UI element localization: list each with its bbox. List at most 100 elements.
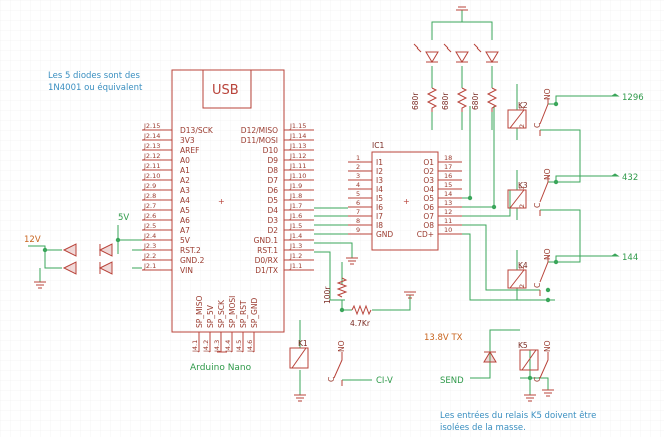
ic1-left-pin-label: I6 (376, 203, 383, 212)
relay-k4-name: K4 (518, 261, 528, 270)
relay-contact-c: C (533, 377, 542, 382)
ic1-left-pin-number: 1 (356, 154, 360, 162)
nano-right-pin-number: J1.5 (289, 222, 302, 230)
nano-left-pin-number: J2.7 (143, 202, 156, 210)
nano-right-pin-number: J1.11 (289, 162, 306, 170)
nano-bottom-pin-label: SP_MISO (195, 296, 204, 328)
relay-contact-c: C (533, 203, 542, 208)
junction-dots (42, 101, 559, 381)
nano-right-pin-label: D12/MISO (241, 126, 278, 135)
relay-contact-no: NO (543, 248, 552, 260)
relay-contact-no: NO (543, 88, 552, 100)
nano-left-pin-label: A5 (180, 206, 190, 215)
nano-right-pin-label: D4 (267, 206, 278, 215)
ic1-right-pin-label: O3 (423, 176, 434, 185)
led-res-2: 680r (441, 92, 450, 110)
net-send: SEND (440, 376, 464, 386)
nano-left-pin-number: J2.12 (143, 152, 160, 160)
net-1296: 1296 (622, 93, 644, 103)
ic1-right-pin-number: 14 (444, 190, 452, 198)
relay-k3[interactable] (507, 176, 549, 216)
nano-right-pin-number: J1.15 (289, 122, 306, 130)
resistor-4k7[interactable] (351, 304, 372, 316)
ic1-left-pin-number: 4 (356, 181, 360, 189)
relay-k2-name: K2 (518, 101, 528, 110)
diode-d4[interactable] (98, 261, 113, 275)
nano-left-pin-number: J2.14 (143, 132, 160, 140)
nano-right-pin-number: J1.6 (289, 212, 302, 220)
ic1-right-pin-number: 13 (444, 199, 452, 207)
ic1-left-pin-number: 3 (356, 172, 360, 180)
net-432: 432 (622, 173, 638, 183)
nano-bottom-pin-label: SP_RST (239, 300, 248, 328)
relay-k5-name: K5 (518, 341, 528, 350)
ic1-right-pin-label: O4 (423, 185, 434, 194)
nano-left-pin-number: J2.15 (143, 122, 160, 130)
relay-k2[interactable] (507, 98, 549, 136)
usb-label: USB (212, 83, 239, 98)
nano-right-pin-number: J1.4 (289, 232, 302, 240)
nano-left-pin-number: J2.8 (143, 192, 156, 200)
ic1-left-pin-number: 8 (356, 217, 360, 225)
nano-left-pin-number: J2.2 (143, 252, 156, 260)
ic1-right-pin-number: 17 (444, 163, 452, 171)
led-2[interactable] (443, 43, 469, 63)
resistor-100r[interactable] (336, 277, 348, 298)
ic1-right-pin-label: O5 (423, 194, 434, 203)
led-1[interactable] (413, 43, 439, 63)
nano-right-pin-label: D7 (267, 176, 278, 185)
relay-contact-c: C (533, 283, 542, 288)
nano-right-pin-label: D1/TX (255, 266, 278, 275)
ic1-right-pin-label: O1 (423, 158, 434, 167)
ic1-left-pin-label: I8 (376, 221, 383, 230)
nano-bottom-pin-number: J4.3 (213, 340, 221, 353)
resistor-4k7-label: 4.7Kr (350, 319, 371, 328)
net-arrows (610, 93, 620, 257)
ic1-left-pin-number: 6 (356, 199, 360, 207)
led-resistors[interactable] (426, 87, 498, 112)
nano-left-pin-number: J2.4 (143, 232, 156, 240)
relay-k3-name: K3 (518, 181, 528, 190)
ic1-right-pin-label: O7 (423, 212, 434, 221)
ic1-right-pin-label: O6 (423, 203, 434, 212)
ic1-chip[interactable] (348, 151, 462, 251)
relay-coil-pin-1: 1 (518, 186, 526, 190)
ic1-left-pin-label: I3 (376, 176, 383, 185)
relay-contact-c: C (533, 123, 542, 128)
nano-right-pin-number: J1.3 (289, 242, 302, 250)
nano-right-pin-number: J1.1 (289, 262, 302, 270)
nano-center-mark: + (218, 197, 225, 206)
nano-left-pin-label: GND.2 (180, 256, 205, 265)
relay-k5[interactable] (519, 349, 549, 379)
diode-d1[interactable] (62, 243, 77, 257)
net-12v: 12V (24, 235, 41, 245)
relay-k1[interactable] (289, 347, 343, 386)
nano-bottom-pin-label: SP_MOSI (228, 296, 237, 328)
ic1-left-pin-number: 2 (356, 163, 360, 171)
arduino-nano[interactable] (142, 69, 314, 352)
nano-right-pin-number: J1.7 (289, 202, 302, 210)
relay-k1-name: K1 (298, 339, 308, 348)
nano-right-pin-label: D9 (267, 156, 278, 165)
note-diodes-line2: 1N4001 ou équivalent (48, 82, 143, 93)
relay-coil-pin-2: 2 (518, 204, 526, 208)
nano-left-pin-label: A1 (180, 166, 190, 175)
relay-k4[interactable] (507, 256, 549, 296)
ic1-right-pin-label: CD+ (417, 230, 434, 239)
net-ci-v: CI-V (376, 376, 393, 386)
diode-d2[interactable] (98, 243, 113, 257)
ic1-left-pin-label: I4 (376, 185, 383, 194)
relay-coil-pin-2: 2 (518, 124, 526, 128)
nano-left-pin-label: A2 (180, 176, 190, 185)
led-3[interactable] (473, 43, 499, 63)
nano-bottom-pin-number: J4.1 (191, 340, 199, 353)
nano-left-pin-label: D13/SCK (180, 126, 214, 135)
nano-left-pin-number: J2.3 (143, 242, 156, 250)
net-5v: 5V (118, 213, 129, 223)
diode-d3[interactable] (62, 261, 77, 275)
nano-left-pin-label: A0 (180, 156, 190, 165)
nano-bottom-pin-label: SP_GND (250, 298, 259, 328)
diode-d5[interactable] (483, 351, 497, 363)
nano-left-pin-label: VIN (180, 266, 193, 275)
ic1-left-pin-label: I1 (376, 158, 383, 167)
